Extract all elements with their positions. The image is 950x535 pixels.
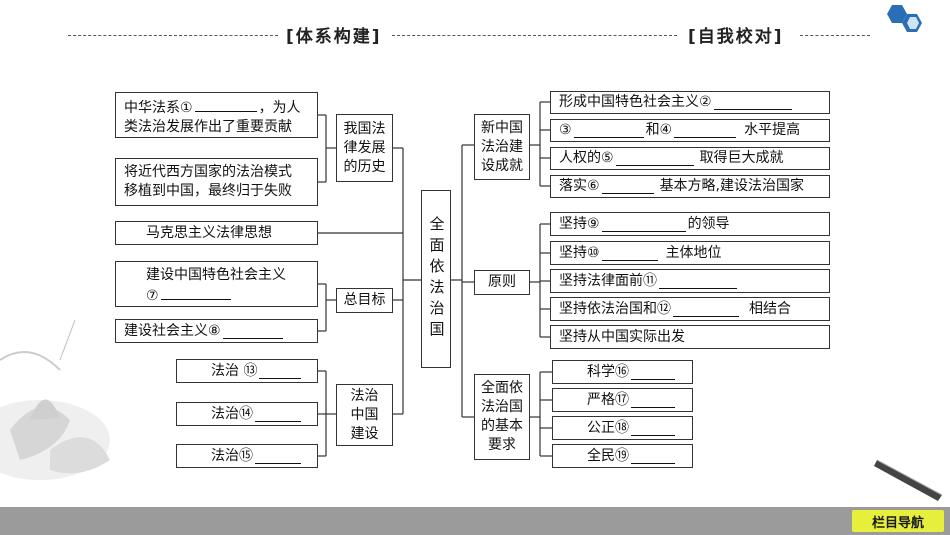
principle-item-1: 坚持⑨ 的领导 — [550, 212, 830, 236]
pen-decoration — [874, 459, 943, 501]
nav-button[interactable]: 栏目导航 — [852, 510, 944, 532]
blank-1 — [194, 97, 257, 112]
achievement4-text-b: 基本方略,建设法治国家 — [659, 178, 805, 194]
goal-item-socialist-rule-of-law-country: 建设社会主义⑧ — [115, 319, 318, 343]
principle2-text-a: 坚持⑩ — [559, 244, 600, 261]
requirement2-text: 严格⑰ — [587, 391, 629, 408]
history-item2-text-a: 将近代西方国家的法治模式 — [124, 164, 292, 180]
lotus-painting-decoration — [0, 319, 110, 480]
achievement2-text-b: 和④ — [645, 122, 673, 138]
header-title-system: [体系构建] — [282, 22, 386, 47]
blank-2 — [713, 95, 792, 110]
blank-8 — [222, 324, 283, 339]
construction-item2-text: 法治⑭ — [211, 405, 253, 422]
principle2-text-b: 主体地位 — [665, 244, 722, 261]
history-item1-text-a: 中华法系① — [124, 100, 193, 116]
principle5-text: 坚持从中国实际出发 — [559, 328, 685, 345]
construction-item-1: 法治 ⑬ — [176, 359, 318, 383]
center-topic-box: 全面依法治国 — [421, 190, 451, 368]
principle-item-4: 坚持依法治国和⑫ 相结合 — [550, 297, 830, 321]
achievement-item-2: ③ 和④ 水平提高 — [550, 119, 830, 142]
goal-label-box: 总目标 — [336, 288, 393, 313]
blank-7 — [160, 285, 231, 300]
construction-item-2: 法治⑭ — [176, 402, 318, 426]
requirement-item-4: 全民⑲ — [552, 444, 693, 468]
requirement-item-1: 科学⑯ — [552, 360, 693, 384]
blank-4 — [674, 123, 737, 138]
achievement2-text-c: 水平提高 — [744, 122, 801, 138]
requirements-label-box: 全面依法治国的基本要求 — [474, 374, 530, 460]
header-right-dashline — [800, 35, 870, 36]
principle-item-3: 坚持法律面前⑪ — [550, 269, 830, 293]
achievement1-text: 形成中国特色社会主义② — [559, 94, 712, 110]
achievement-item-4: 落实⑥ 基本方略,建设法治国家 — [550, 175, 830, 198]
requirement1-text: 科学⑯ — [587, 363, 629, 380]
principle3-text: 坚持法律面前⑪ — [559, 272, 657, 289]
center-topic-text: 全面依法治国 — [427, 216, 446, 342]
goal-item1-text-a: 建设中国特色社会主义 — [146, 267, 286, 283]
history-item2-text-b: 移植到中国，最终归于失败 — [124, 183, 292, 199]
history-item-chinese-legal-system: 中华法系① ，为人 类法治发展作出了重要贡献 — [115, 92, 318, 138]
achievement3-text-b: 取得巨大成就 — [699, 150, 784, 166]
achievement3-text-a: 人权的⑤ — [559, 150, 614, 166]
blank-14 — [255, 407, 301, 422]
goal-item-rule-of-law-system: 建设中国特色社会主义 ⑦ — [115, 261, 318, 307]
goal-item2-text: 建设社会主义⑧ — [124, 322, 221, 339]
blank-9 — [601, 217, 686, 232]
requirement-item-3: 公正⑱ — [552, 416, 693, 440]
blank-10 — [601, 246, 658, 261]
header-title-self-check[interactable]: [自我校对] — [684, 22, 788, 47]
blank-3 — [573, 123, 644, 138]
history-item1-text-b: ，为人 — [258, 100, 301, 116]
history-item-western-model: 将近代西方国家的法治模式 移植到中国，最终归于失败 — [115, 158, 318, 206]
blank-13 — [259, 364, 302, 379]
blank-12 — [673, 302, 739, 317]
achievement-item-1: 形成中国特色社会主义② — [550, 91, 830, 114]
requirement-item-2: 严格⑰ — [552, 388, 693, 412]
principle-item-5: 坚持从中国实际出发 — [550, 325, 830, 349]
blank-19 — [631, 449, 675, 464]
principle4-text-a: 坚持依法治国和⑫ — [559, 300, 671, 317]
blank-6 — [601, 179, 654, 194]
blank-11 — [659, 274, 737, 289]
blank-5 — [615, 151, 694, 166]
principle1-text-b: 的领导 — [687, 215, 730, 232]
principle1-text-a: 坚持⑨ — [559, 215, 600, 232]
achievement-item-3: 人权的⑤ 取得巨大成就 — [550, 147, 830, 170]
requirement4-text: 全民⑲ — [587, 447, 629, 464]
requirement3-text: 公正⑱ — [587, 419, 629, 436]
footer-bar — [0, 507, 950, 535]
principles-label-box: 原则 — [474, 270, 530, 295]
principle4-text-b: 相结合 — [749, 300, 791, 317]
header-left-dashline — [68, 35, 278, 36]
achievement4-text-a: 落实⑥ — [559, 178, 600, 194]
blank-16 — [631, 365, 675, 380]
blank-15 — [255, 449, 301, 464]
construction-item-3: 法治⑮ — [176, 444, 318, 468]
principle-item-2: 坚持⑩ 主体地位 — [550, 241, 830, 265]
construction-label-box: 法治中国建设 — [336, 384, 393, 446]
history-label-box: 我国法律发展的历史 — [336, 114, 393, 182]
construction-item1-text: 法治 ⑬ — [211, 362, 258, 379]
blank-18 — [631, 421, 675, 436]
achievement2-text-a: ③ — [559, 122, 572, 138]
marxism-box: 马克思主义法律思想 — [115, 221, 318, 245]
header-middle-dashline — [392, 35, 677, 36]
goal-item1-text-b: ⑦ — [146, 288, 159, 304]
hexagon-logo-icon — [887, 5, 922, 32]
achievements-label-box: 新中国法治建设成就 — [474, 114, 530, 180]
history-item1-text-c: 类法治发展作出了重要贡献 — [124, 119, 292, 135]
construction-item3-text: 法治⑮ — [211, 447, 253, 464]
blank-17 — [631, 393, 675, 408]
